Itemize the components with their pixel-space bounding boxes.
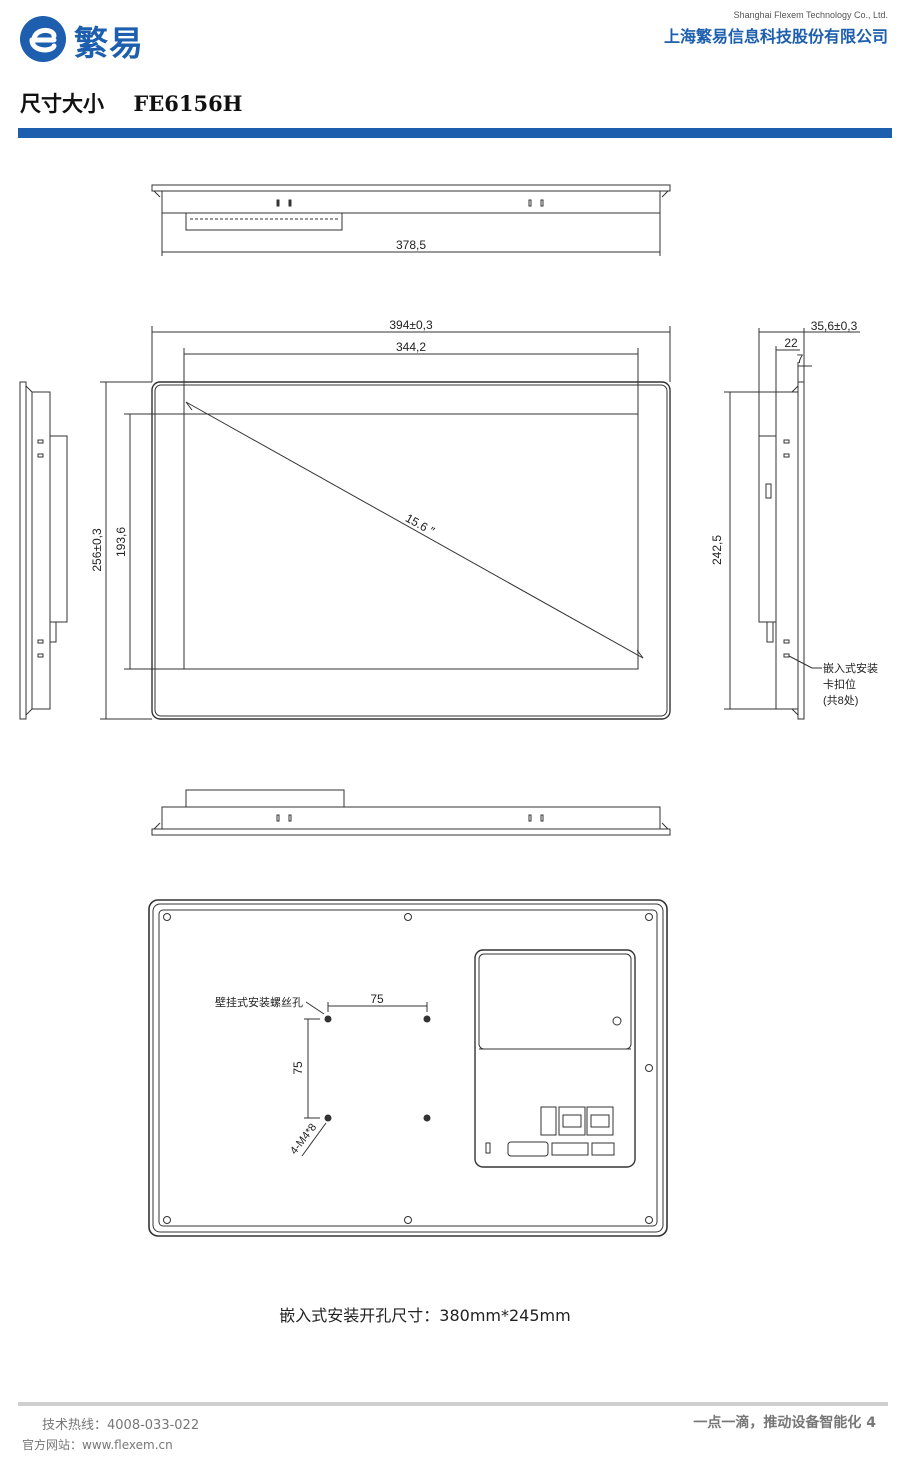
bottom-view	[151, 789, 671, 836]
clip-note-line2: 卡扣位	[823, 677, 856, 691]
dimension-drawing: 378,5 394±0,3 344,2 256±0,3 193,6 15.6 ″…	[19, 184, 878, 1237]
dim-side-height: 242,5	[710, 535, 724, 565]
dim-diagonal: 15.6 ″	[403, 511, 438, 539]
logo-mark-icon	[20, 16, 66, 62]
dim-overall-height: 256±0,3	[90, 528, 104, 572]
footer-website: 官方网站：www.flexem.cn	[22, 1438, 173, 1452]
clip-note-line1: 嵌入式安装	[823, 661, 878, 675]
page-title-label: 尺寸大小	[20, 91, 104, 116]
dim-depth-front: 22	[784, 336, 798, 350]
footer-slogan: 一点一滴，推动设备智能化 4	[693, 1415, 876, 1431]
left-side-view	[19, 381, 68, 720]
dim-depth: 35,6±0,3	[811, 319, 858, 333]
right-side-view	[724, 328, 860, 720]
footer-divider	[18, 1402, 888, 1406]
page-title: 尺寸大小 FE6156H	[20, 88, 243, 118]
clip-note-line3: (共8处)	[823, 694, 858, 707]
logo-text: 繁易	[74, 24, 144, 64]
model-name: FE6156H	[133, 91, 243, 116]
dim-screen-width: 344,2	[396, 340, 426, 354]
top-view	[151, 184, 671, 256]
vesa-vertical: 75	[291, 1061, 305, 1075]
header-divider	[18, 128, 892, 138]
dim-top-width: 378,5	[396, 238, 426, 252]
footer-hotline: 技术热线：4008-033-022	[42, 1418, 200, 1433]
dim-overall-width: 394±0,3	[389, 318, 433, 332]
brand-logo: 繁易	[18, 14, 158, 64]
front-view	[100, 326, 671, 720]
vesa-horizontal: 75	[370, 992, 384, 1006]
company-name-en: Shanghai Flexem Technology Co., Ltd.	[733, 10, 888, 20]
dim-screen-height: 193,6	[114, 527, 128, 557]
vesa-label: 壁挂式安装螺丝孔	[215, 995, 303, 1009]
rear-view	[148, 899, 668, 1237]
company-name-cn: 上海繁易信息科技股份有限公司	[663, 27, 888, 46]
cutout-size: 嵌入式安装开孔尺寸：380mm*245mm	[279, 1306, 571, 1325]
dim-bezel: 7	[797, 352, 804, 366]
